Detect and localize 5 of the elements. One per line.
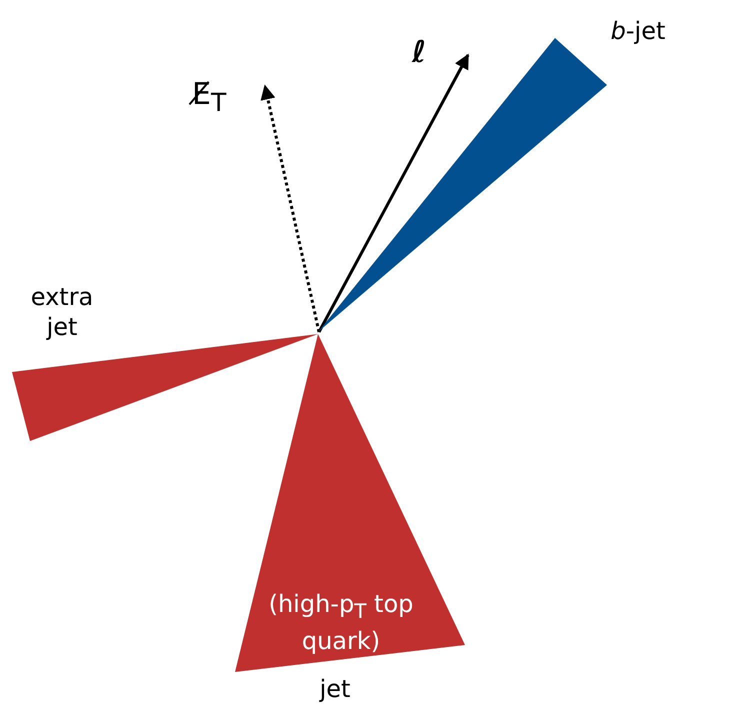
jet-label: jet (318, 674, 352, 704)
lepton-label: ℓ (412, 36, 426, 70)
jet-label: extra jet (30, 282, 94, 342)
jet-label: b-jet (610, 16, 666, 46)
jet-description: (high-p$_{T}$ top quark) (268, 589, 414, 656)
